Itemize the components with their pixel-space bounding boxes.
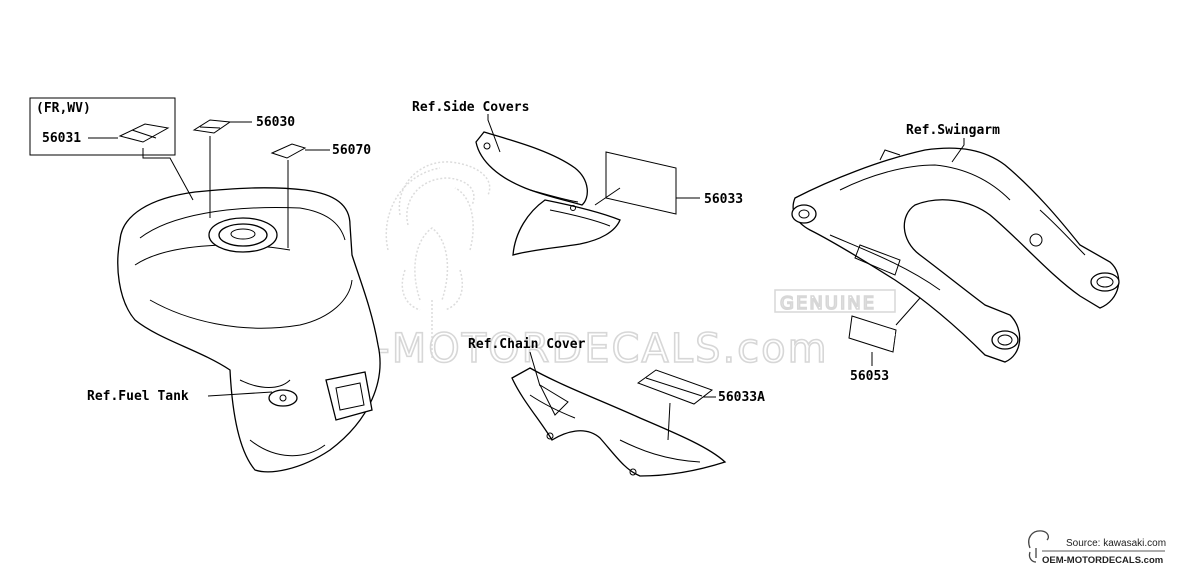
watermark-genuine-box [774, 289, 896, 313]
part-number-56033a: 56033A [718, 390, 765, 405]
decal-56030 [192, 119, 232, 134]
part-number-56031: 56031 [42, 131, 81, 146]
ref-swingarm-label: Ref.Swingarm [906, 123, 1000, 138]
watermark-genuine: GENUINE [780, 293, 876, 314]
fr-wv-box [29, 97, 176, 156]
ref-side-covers-label: Ref.Side Covers [412, 100, 529, 115]
ref-chain-cover-label: Ref.Chain Cover [468, 337, 586, 352]
part-number-56030: 56030 [256, 115, 295, 130]
chain-cover-drawing [511, 367, 727, 477]
fuel-tank-drawing [117, 187, 381, 473]
decal-56033 [605, 151, 677, 215]
swingarm-drawing [791, 147, 1120, 363]
decal-56031 [118, 123, 170, 143]
site-name: OEM-MOTORDECALS.com [1042, 555, 1163, 566]
part-number-56070: 56070 [332, 143, 371, 158]
part-number-56053: 56053 [850, 369, 889, 384]
decal-56070 [270, 143, 307, 159]
ref-fuel-tank-label: Ref.Fuel Tank [87, 389, 189, 404]
source-text: Source: kawasaki.com [1066, 538, 1166, 549]
site-logo-icon [1028, 530, 1049, 563]
source-footer: Source: kawasaki.com OEM-MOTORDECALS.com [1028, 530, 1166, 566]
part-number-56033: 56033 [704, 192, 743, 207]
fr-wv-label: (FR,WV) [36, 101, 91, 116]
watermark-logo-icon [385, 161, 491, 360]
decal-56053 [848, 315, 897, 353]
side-cover-drawing [475, 131, 621, 256]
